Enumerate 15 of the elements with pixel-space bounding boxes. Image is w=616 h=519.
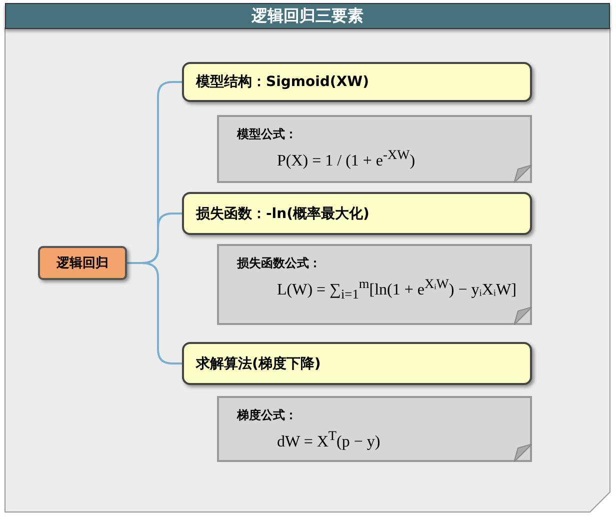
title-bar: 逻辑回归三要素 bbox=[5, 3, 610, 29]
note-card bbox=[217, 396, 532, 462]
note-heading: 梯度公式： bbox=[237, 407, 297, 424]
topic-box: 模型结构：Sigmoid(XW) bbox=[182, 62, 532, 102]
note-heading: 损失函数公式： bbox=[237, 255, 321, 272]
formula: dW = X$^{T}$(p − y) bbox=[277, 428, 380, 452]
formula: L(W) = ∑$_{i=1}$$^{m}$[ln(1 + e$^{XᵢW}$) − yᵢXᵢW] bbox=[277, 276, 516, 303]
topic-box: 损失函数：-ln(概率最大化) bbox=[182, 192, 532, 235]
root-box: 逻辑回归 bbox=[38, 246, 127, 280]
note-card bbox=[217, 115, 532, 183]
bracket-connector bbox=[127, 262, 182, 364]
note-card bbox=[217, 244, 532, 325]
topic-box: 求解算法(梯度下降) bbox=[182, 342, 532, 385]
formula: P(X) = 1 / (1 + e$^{-XW}$) bbox=[277, 147, 416, 170]
note-heading: 模型公式： bbox=[237, 126, 297, 143]
